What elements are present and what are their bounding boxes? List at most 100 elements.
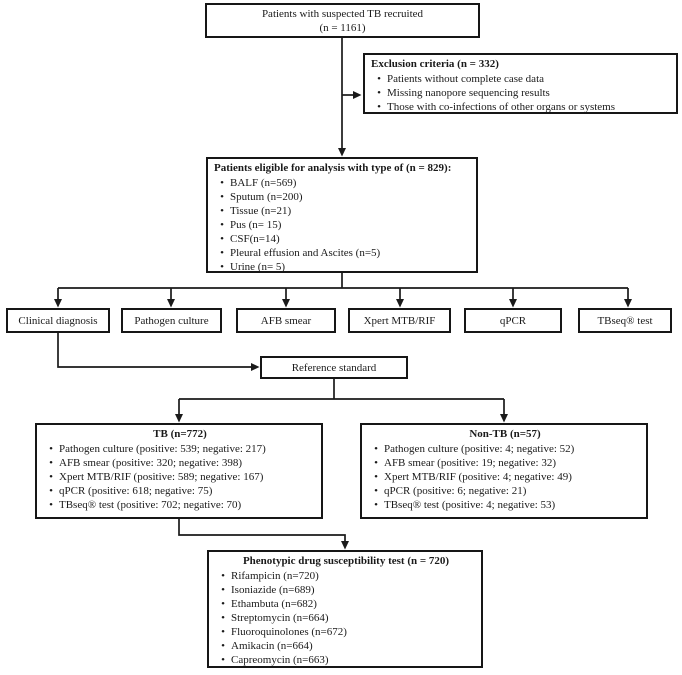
bullet-item: •CSF(n=14) (214, 232, 472, 246)
node-xpert-mtb-rif: Xpert MTB/RIF (348, 308, 451, 333)
bullet-icon: • (221, 570, 225, 582)
bullet-text: TBseq® test (positive: 702; negative: 70… (59, 499, 242, 511)
bullet-text: Amikacin (n=664) (231, 640, 313, 652)
tbseq-test-label: TBseq® test (597, 314, 653, 327)
bullet-icon: • (221, 584, 225, 596)
bullet-text: Pleural effusion and Ascites (n=5) (230, 247, 381, 259)
bullet-icon: • (220, 261, 224, 273)
bullet-icon: • (49, 499, 53, 511)
bullet-item: • Pathogen culture (positive: 4; negative… (368, 442, 642, 456)
bullet-text: Pus (n= 15) (230, 219, 282, 231)
bullet-item: • TBseq® test (positive: 702; negative: 7… (43, 498, 317, 512)
bullet-item: • Rifampicin (n=720) (215, 569, 477, 583)
eligible-title: Patients eligible for analysis with type… (214, 162, 452, 174)
bullet-icon: • (220, 247, 224, 259)
bullet-item: • Xpert MTB/RIF (positive: 589; negative:… (43, 470, 317, 484)
pathogen-culture-label: Pathogen culture (134, 314, 209, 327)
bullet-icon: • (374, 457, 378, 469)
bullet-item: • qPCR (positive: 618; negative: 75) (43, 484, 317, 498)
bullet-icon: • (49, 471, 53, 483)
bullet-item: •qPCR (positive: 6; negative: 21) (368, 484, 642, 498)
bullet-item: • Ethambuta (n=682) (215, 597, 477, 611)
bullet-text: Streptomycin (n=664) (231, 612, 329, 624)
bullet-text: qPCR (positive: 618; negative: 75) (59, 485, 213, 497)
bullet-text: Xpert MTB/RIF (positive: 589; negative: … (59, 471, 264, 483)
bullet-icon: • (374, 485, 378, 497)
nontb-group-list: • Pathogen culture (positive: 4; negative… (368, 442, 642, 512)
exclusion-title: Exclusion criteria (n = 332) (371, 58, 499, 70)
bullet-text: Rifampicin (n=720) (231, 570, 319, 582)
bullet-text: AFB smear (positive: 19; negative: 32) (384, 457, 556, 469)
bullet-icon: • (377, 73, 381, 85)
bullet-text: BALF (n=569) (230, 177, 297, 189)
bullet-item: • Pathogen culture (positive: 539; negati… (43, 442, 317, 456)
bullet-item: • Missing nanopore sequencing results (371, 86, 672, 100)
bullet-icon: • (377, 87, 381, 99)
eligible-list: •BALF (n=569)•Sputum (n=200)•Tissue (n=2… (214, 176, 472, 274)
bullet-text: CSF(n=14) (230, 233, 280, 245)
bullet-item: •Capreomycin (n=663) (215, 653, 477, 667)
bullet-item: • Pleural effusion and Ascites (n=5) (214, 246, 472, 260)
node-tb-group: TB (n=772) • Pathogen culture (positive: … (35, 423, 323, 519)
bullet-icon: • (220, 177, 224, 189)
node-tbseq-test: TBseq® test (578, 308, 672, 333)
node-clinical-diagnosis: Clinical diagnosis (6, 308, 110, 333)
bullet-icon: • (49, 485, 53, 497)
bullet-icon: • (221, 626, 225, 638)
bullet-icon: • (49, 457, 53, 469)
afb-smear-label: AFB smear (260, 314, 312, 327)
bullet-item: • Isoniazide (n=689) (215, 583, 477, 597)
dst-title: Phenotypic drug susceptibility test (n =… (242, 555, 450, 567)
bullet-icon: • (49, 443, 53, 455)
bullet-icon: • (374, 499, 378, 511)
bullet-item: • Patients without complete case data (371, 72, 672, 86)
bullet-text: Ethambuta (n=682) (231, 598, 317, 610)
bullet-text: Pathogen culture (positive: 539; negativ… (59, 443, 266, 455)
bullet-item: •Pus (n= 15) (214, 218, 472, 232)
dst-list: • Rifampicin (n=720) • Isoniazide (n=689) • E… (215, 569, 477, 667)
node-qpcr: qPCR (464, 308, 562, 333)
bullet-text: Pathogen culture (positive: 4; negative:… (384, 443, 575, 455)
bullet-item: • AFB smear (positive: 19; negative: 32) (368, 456, 642, 470)
tb-group-title: TB (n=772) (153, 428, 207, 440)
bullet-text: Fluoroquinolones (n=672) (231, 626, 347, 638)
bullet-text: Patients without complete case data (387, 73, 545, 85)
bullet-icon: • (374, 443, 378, 455)
clinical-diagnosis-label: Clinical diagnosis (18, 314, 98, 327)
bullet-icon: • (220, 205, 224, 217)
bullet-text: Tissue (n=21) (230, 205, 292, 217)
bullet-icon: • (221, 640, 225, 652)
bullet-text: Those with co-infections of other organs… (387, 101, 616, 113)
bullet-text: Xpert MTB/RIF (positive: 4; negative: 49… (384, 471, 572, 483)
node-pathogen-culture: Pathogen culture (121, 308, 222, 333)
arrow-tb-to-dst (178, 519, 349, 550)
bullet-text: Missing nanopore sequencing results (387, 87, 550, 99)
bullet-icon: • (220, 191, 224, 203)
bullet-text: AFB smear (positive: 320; negative: 398) (59, 457, 242, 469)
bullet-item: •Streptomycin (n=664) (215, 611, 477, 625)
bullet-item: • Urine (n= 5) (214, 260, 472, 274)
bullet-icon: • (221, 598, 225, 610)
reference-standard-label: Reference standard (291, 361, 377, 374)
exclusion-list: • Patients without complete case data • Mis… (371, 72, 672, 114)
suspected-patients-count: (n = 1161) (319, 21, 366, 34)
bullet-item: •Those with co-infections of other organ… (371, 100, 672, 114)
bullet-item: •TBseq® test (positive: 4; negative: 53) (368, 498, 642, 512)
node-dst: Phenotypic drug susceptibility test (n =… (207, 550, 483, 668)
bullet-text: Isoniazide (n=689) (231, 584, 315, 596)
nontb-group-title: Non-TB (n=57) (469, 428, 541, 440)
tb-group-list: • Pathogen culture (positive: 539; negati… (43, 442, 317, 512)
bullet-text: Urine (n= 5) (230, 261, 286, 273)
bullet-item: • BALF (n=569) (214, 176, 472, 190)
node-nontb-group: Non-TB (n=57) • Pathogen culture (positiv… (360, 423, 648, 519)
xpert-mtb-rif-label: Xpert MTB/RIF (363, 314, 436, 327)
bullet-icon: • (221, 654, 225, 666)
bullet-item: • Fluoroquinolones (n=672) (215, 625, 477, 639)
suspected-patients-label: Patients with suspected TB recruited (261, 7, 424, 20)
node-reference-standard: Reference standard (260, 356, 408, 379)
bullet-item: • Tissue (n=21) (214, 204, 472, 218)
node-suspected-patients: Patients with suspected TB recruited (n … (205, 3, 480, 38)
node-eligible-patients: Patients eligible for analysis with type… (206, 157, 478, 273)
bullet-item: •Xpert MTB/RIF (positive: 4; negative: 4… (368, 470, 642, 484)
